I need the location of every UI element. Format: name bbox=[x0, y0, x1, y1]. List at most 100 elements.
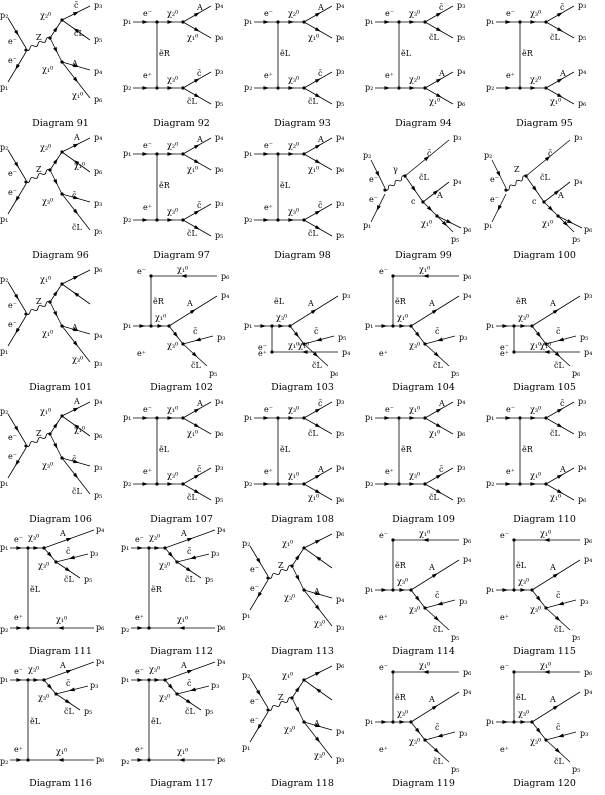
electron-label-1: e⁻ bbox=[135, 667, 144, 676]
out-label-1: A bbox=[549, 299, 556, 308]
electron-label-2: e⁺ bbox=[264, 203, 273, 212]
out-line-3-arrow bbox=[193, 78, 200, 83]
boson-label: Z bbox=[278, 561, 284, 570]
vertex bbox=[397, 482, 401, 486]
chain-label-5: χ₁⁰ bbox=[421, 219, 432, 228]
diagram-caption: Diagram 92 bbox=[153, 118, 210, 129]
chi-low-line-arrow bbox=[414, 727, 420, 734]
chi-upper-label: χ₂⁰ bbox=[40, 143, 51, 152]
incoming-momentum-2: p₂ bbox=[486, 83, 494, 92]
incoming-momentum-1: p₁ bbox=[486, 321, 494, 330]
chi-lower-label: χ₁⁰ bbox=[42, 65, 53, 74]
chi-mid-label: χ₁⁰ bbox=[397, 313, 408, 322]
chi-low-line-arrow bbox=[535, 595, 541, 602]
out-momentum-2: p₄ bbox=[463, 687, 471, 696]
out-line-3-arrow bbox=[557, 337, 564, 342]
incoming-line-1-arrow bbox=[502, 324, 509, 328]
feynman-diagram: p₁p₄χ₁⁰ẽRe⁻e⁺χ₃⁰Ap₃χ₁⁰c̄c̃Lp₅p₆Diagram … bbox=[484, 264, 605, 396]
diagram-caption: Diagram 118 bbox=[271, 778, 334, 789]
incoming-momentum-1: p₁ bbox=[244, 321, 252, 330]
vertex bbox=[518, 20, 522, 24]
incoming-line-1-arrow bbox=[505, 416, 512, 420]
chain-label-5: χ₁⁰ bbox=[542, 219, 553, 228]
out-line-2-arrow bbox=[189, 687, 196, 692]
incoming-momentum-1: p₁ bbox=[486, 717, 494, 726]
out-momentum-3: p₃ bbox=[94, 463, 102, 472]
out-label-1: A bbox=[438, 399, 445, 408]
out-momentum-3: p₅ bbox=[205, 575, 213, 584]
out-label-3: A bbox=[559, 69, 566, 78]
out-line-3-arrow bbox=[556, 78, 563, 83]
incoming-momentum-1: p₁ bbox=[365, 413, 373, 422]
chi-bottom-label: χ₁⁰ bbox=[177, 615, 188, 624]
incoming-momentum-1: p₁ bbox=[365, 717, 373, 726]
vertex bbox=[149, 274, 153, 278]
out-label-3: c̄ bbox=[318, 201, 323, 210]
chi-lower-line-arrow bbox=[53, 310, 58, 317]
electron-label-2: e⁺ bbox=[379, 349, 388, 358]
out-line-3-arrow bbox=[185, 698, 192, 704]
out-momentum-1: p₄ bbox=[336, 133, 344, 142]
propagator-label: ẽL bbox=[30, 717, 41, 726]
vertex bbox=[518, 482, 522, 486]
out-line-1-arrow bbox=[423, 155, 430, 162]
out-label-1: A bbox=[428, 299, 435, 308]
propagator-label: ẽR bbox=[153, 297, 165, 306]
out-line-3-arrow bbox=[64, 566, 71, 572]
vertex bbox=[512, 588, 516, 592]
electron-label-1: e⁻ bbox=[8, 433, 17, 442]
chi-mid-label: χ₃⁰ bbox=[518, 709, 529, 718]
chi-upper-line-arrow bbox=[167, 416, 174, 420]
incoming-line-1-arrow bbox=[505, 20, 512, 24]
chi-lower-line-arrow bbox=[167, 86, 174, 90]
out-momentum-2: p₄ bbox=[453, 177, 461, 186]
out-momentum-1: p₃ bbox=[574, 133, 582, 142]
out-label-4: χ₃⁰ bbox=[314, 751, 325, 760]
diagram-caption: Diagram 111 bbox=[29, 646, 92, 657]
vertex bbox=[276, 86, 280, 90]
out-momentum-4: p₅ bbox=[94, 491, 102, 500]
incoming-momentum-1: p₁ bbox=[244, 149, 252, 158]
chi-upper-label: χ₃⁰ bbox=[409, 9, 420, 18]
out-line-3-arrow bbox=[194, 337, 201, 342]
top-outgoing-line-arrow bbox=[543, 538, 550, 542]
chi-upper-label: χ₃⁰ bbox=[149, 533, 160, 542]
incoming-momentum-1: p₁ bbox=[244, 17, 252, 26]
out-label-3: A bbox=[438, 69, 445, 78]
electron-label-1: e⁻ bbox=[14, 535, 23, 544]
out-line-4-arrow bbox=[314, 604, 320, 611]
out-label-4: χ₁⁰ bbox=[550, 97, 561, 106]
out-line-2-arrow bbox=[73, 424, 80, 430]
chi-upper-label: χ₁⁰ bbox=[40, 275, 51, 284]
out-momentum-4: p₅ bbox=[572, 235, 580, 244]
electron-label-1: e⁻ bbox=[135, 535, 144, 544]
propagator-label: ẽR bbox=[159, 49, 171, 58]
vertex bbox=[276, 482, 280, 486]
incoming-momentum-1: p₁ bbox=[486, 413, 494, 422]
out-line-3-arrow bbox=[566, 219, 573, 224]
out-line-2-arrow bbox=[193, 423, 200, 428]
chi-top-label: χ₁⁰ bbox=[419, 661, 430, 670]
out-label-2: c̃L bbox=[550, 429, 560, 438]
chi-mid-label: χ₃⁰ bbox=[38, 693, 49, 702]
chi-low-line-arrow bbox=[172, 331, 178, 338]
out-line-1-arrow bbox=[193, 408, 200, 413]
electron-label-1: e⁻ bbox=[500, 531, 509, 540]
electron-label-1: e⁻ bbox=[500, 663, 509, 672]
vertex bbox=[391, 274, 395, 278]
out-momentum-2: p₄ bbox=[463, 291, 471, 300]
incoming-line-1-arrow bbox=[14, 425, 19, 432]
out-momentum-4: p₅ bbox=[451, 369, 459, 378]
